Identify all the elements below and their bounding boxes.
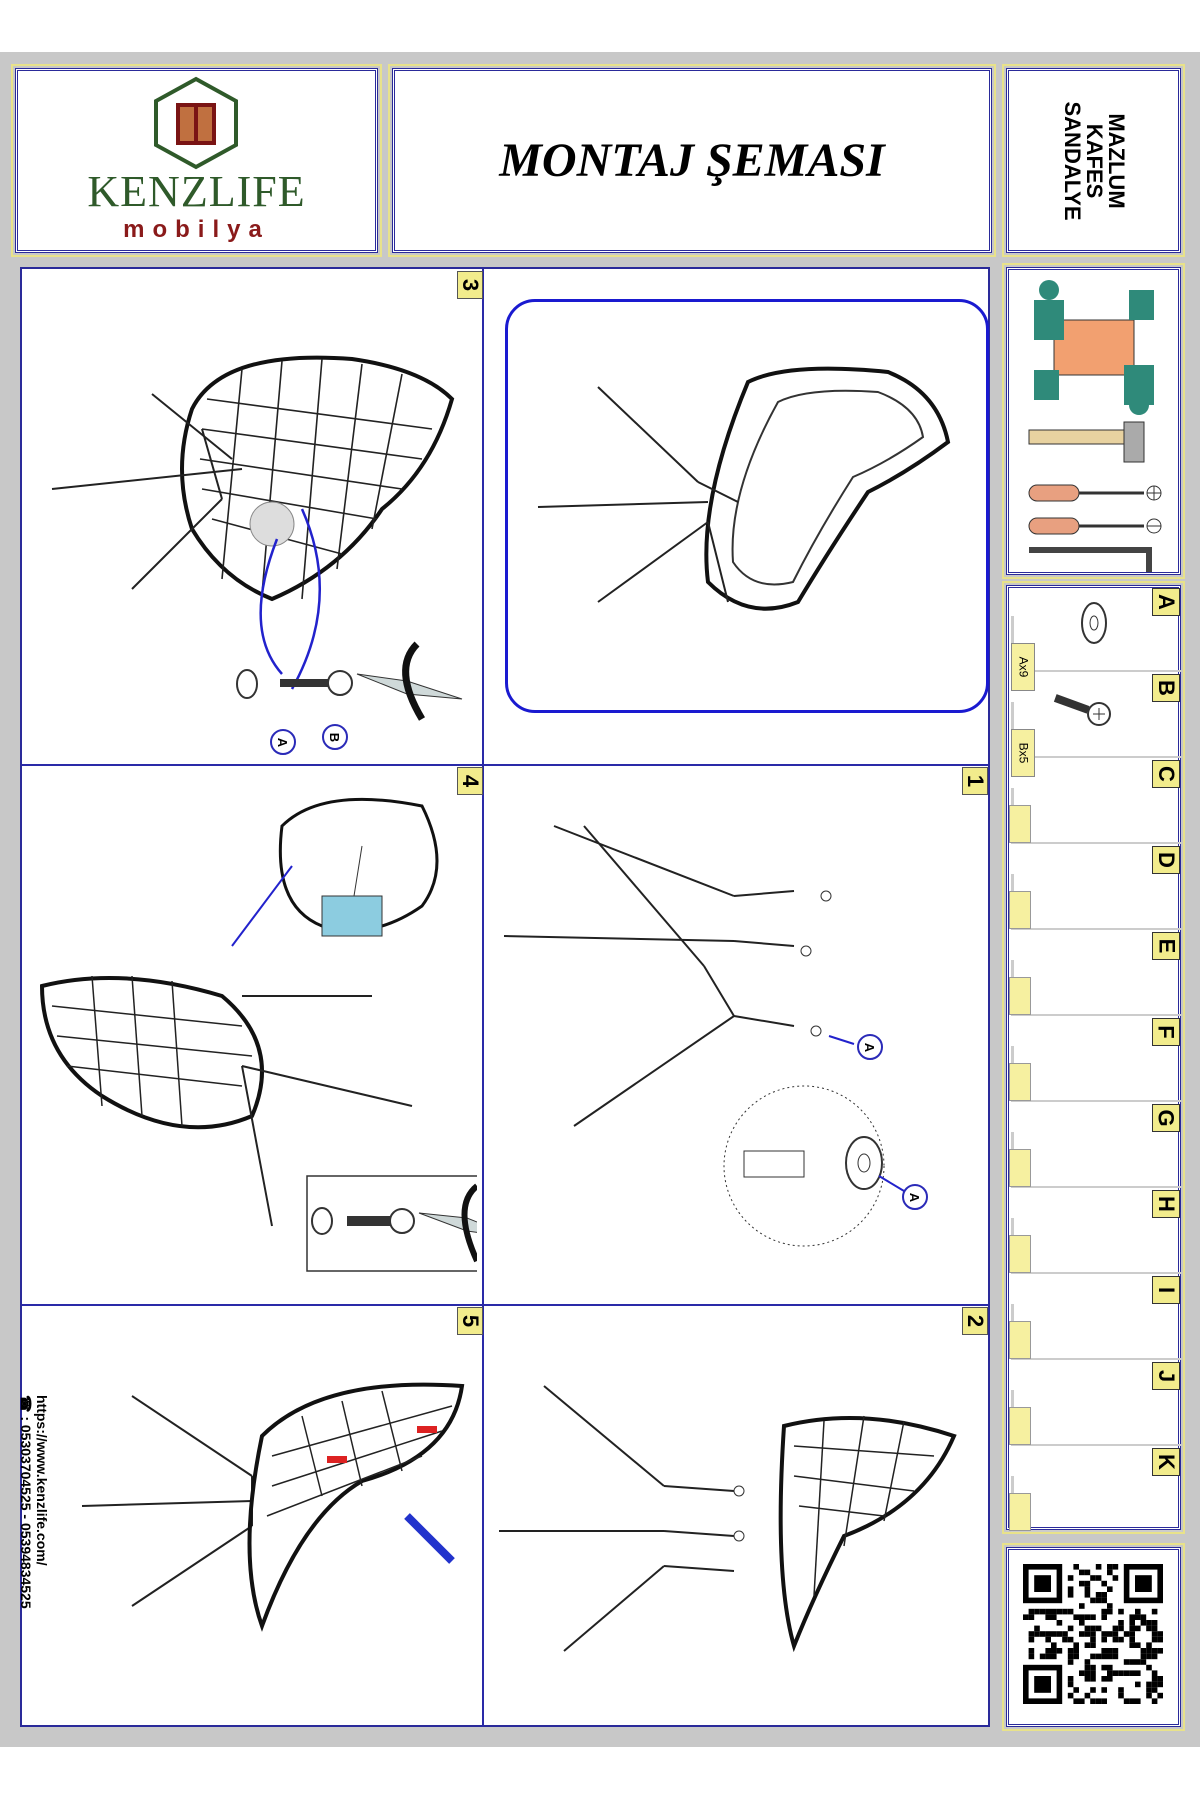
- part-letter: B: [1152, 674, 1180, 702]
- part-slot: [1011, 788, 1182, 844]
- part-row-f: F: [1009, 1018, 1184, 1102]
- brand-name: KENZLIFE: [87, 167, 306, 216]
- part-tab: [1009, 1407, 1031, 1445]
- callout-a-step1-detail: A: [902, 1184, 928, 1210]
- step-divider-horizontal-1: [22, 764, 988, 766]
- step-4-drill-illustration: [39, 797, 477, 1272]
- part-row-d: D: [1009, 846, 1184, 930]
- two-person-assembly-icon: [1034, 280, 1154, 415]
- part-tab: [1009, 1063, 1031, 1101]
- part-slot: [1011, 1476, 1182, 1532]
- washer-icon: [1081, 602, 1107, 644]
- logo-panel: KENZLIFE mobilya: [11, 64, 382, 257]
- assembly-steps-area: 3 4 1 5 2 A B: [20, 267, 990, 1727]
- product-name-panel: MAZLUM KAFES SANDALYE: [1002, 64, 1185, 257]
- part-row-b: B Bx5: [1009, 674, 1184, 777]
- step-number-2: 2: [962, 1307, 988, 1335]
- part-row-g: G: [1009, 1104, 1184, 1188]
- part-tab: [1009, 977, 1031, 1015]
- step-number-3: 3: [457, 271, 483, 299]
- step-number-1: 1: [962, 767, 988, 795]
- part-quantity: Ax9: [1011, 643, 1035, 691]
- allen-key-icon: [1029, 547, 1152, 572]
- phone-icon: ☎: [18, 1395, 34, 1413]
- step-divider-horizontal-2: [22, 1304, 988, 1306]
- part-letter: F: [1152, 1018, 1180, 1046]
- step-2-seat-base-illustration: [499, 1385, 957, 1653]
- finished-chair-illustration: [537, 366, 951, 611]
- product-name: MAZLUM KAFES SANDALYE: [1059, 101, 1129, 220]
- part-row-h: H: [1009, 1190, 1184, 1274]
- part-letter: G: [1152, 1104, 1180, 1132]
- qr-panel: [1002, 1543, 1185, 1731]
- phone-numbers: : 05303704525 - 05394834525: [18, 1416, 34, 1609]
- product-name-line2: KAFES: [1081, 123, 1107, 198]
- step-divider-vertical: [482, 269, 484, 1727]
- part-row-c: C: [1009, 760, 1184, 844]
- part-letter: I: [1152, 1276, 1180, 1304]
- step-5-seat-attach-illustration: [81, 1382, 465, 1632]
- part-row-e: E: [1009, 932, 1184, 1016]
- step-1-base-washer-illustration: [503, 825, 905, 1247]
- part-letter: D: [1152, 846, 1180, 874]
- part-letter: J: [1152, 1362, 1180, 1390]
- website-link[interactable]: https://www.kenzlife.com/: [34, 1395, 50, 1566]
- step-3-seat-screw-illustration: [51, 355, 463, 721]
- callout-a-step3: A: [270, 729, 296, 755]
- finished-chair-frame: [505, 299, 989, 713]
- part-row-k: K: [1009, 1448, 1184, 1532]
- part-slot: [1011, 1304, 1182, 1360]
- part-letter: C: [1152, 760, 1180, 788]
- part-tab: [1009, 1149, 1031, 1187]
- step-number-4: 4: [457, 767, 483, 795]
- part-slot: [1011, 960, 1182, 1016]
- part-quantity: Bx5: [1011, 729, 1035, 777]
- part-letter: H: [1152, 1190, 1180, 1218]
- part-tab: [1009, 1321, 1031, 1359]
- product-name-line1: MAZLUM: [1103, 112, 1129, 209]
- part-letter: E: [1152, 932, 1180, 960]
- part-letter: K: [1152, 1448, 1180, 1476]
- part-tab: [1009, 1235, 1031, 1273]
- part-tab: [1009, 805, 1031, 843]
- part-letter: A: [1152, 588, 1180, 616]
- part-slot: [1011, 874, 1182, 930]
- page-title: MONTAJ ŞEMASI: [499, 134, 885, 187]
- part-tab: [1009, 891, 1031, 929]
- product-name-line3: SANDALYE: [1059, 101, 1085, 220]
- phillips-screwdriver-icon: [1028, 484, 1162, 502]
- flat-screwdriver-icon: [1028, 517, 1162, 535]
- callout-a-step1: A: [857, 1034, 883, 1060]
- part-row-j: J: [1009, 1362, 1184, 1446]
- part-row-a: A Ax9: [1009, 588, 1184, 691]
- tools-panel: [1002, 263, 1185, 579]
- part-slot: [1011, 1390, 1182, 1446]
- screw-icon: [1053, 694, 1111, 726]
- part-slot: [1011, 1132, 1182, 1188]
- qr-code-icon: [1023, 1564, 1163, 1704]
- brand-logo-icon: [154, 76, 238, 170]
- part-row-i: I: [1009, 1276, 1184, 1360]
- part-tab: [1009, 1493, 1031, 1531]
- part-slot: [1011, 1218, 1182, 1274]
- brand-subtitle: mobilya: [123, 216, 270, 243]
- hammer-icon: [1028, 421, 1145, 463]
- part-slot: [1011, 1046, 1182, 1102]
- title-panel: MONTAJ ŞEMASI: [388, 64, 996, 257]
- callout-b-step3: B: [322, 724, 348, 750]
- step-number-5: 5: [457, 1307, 483, 1335]
- contact-info: https://www.kenzlife.com/ ☎ : 0530370452…: [18, 1395, 80, 1695]
